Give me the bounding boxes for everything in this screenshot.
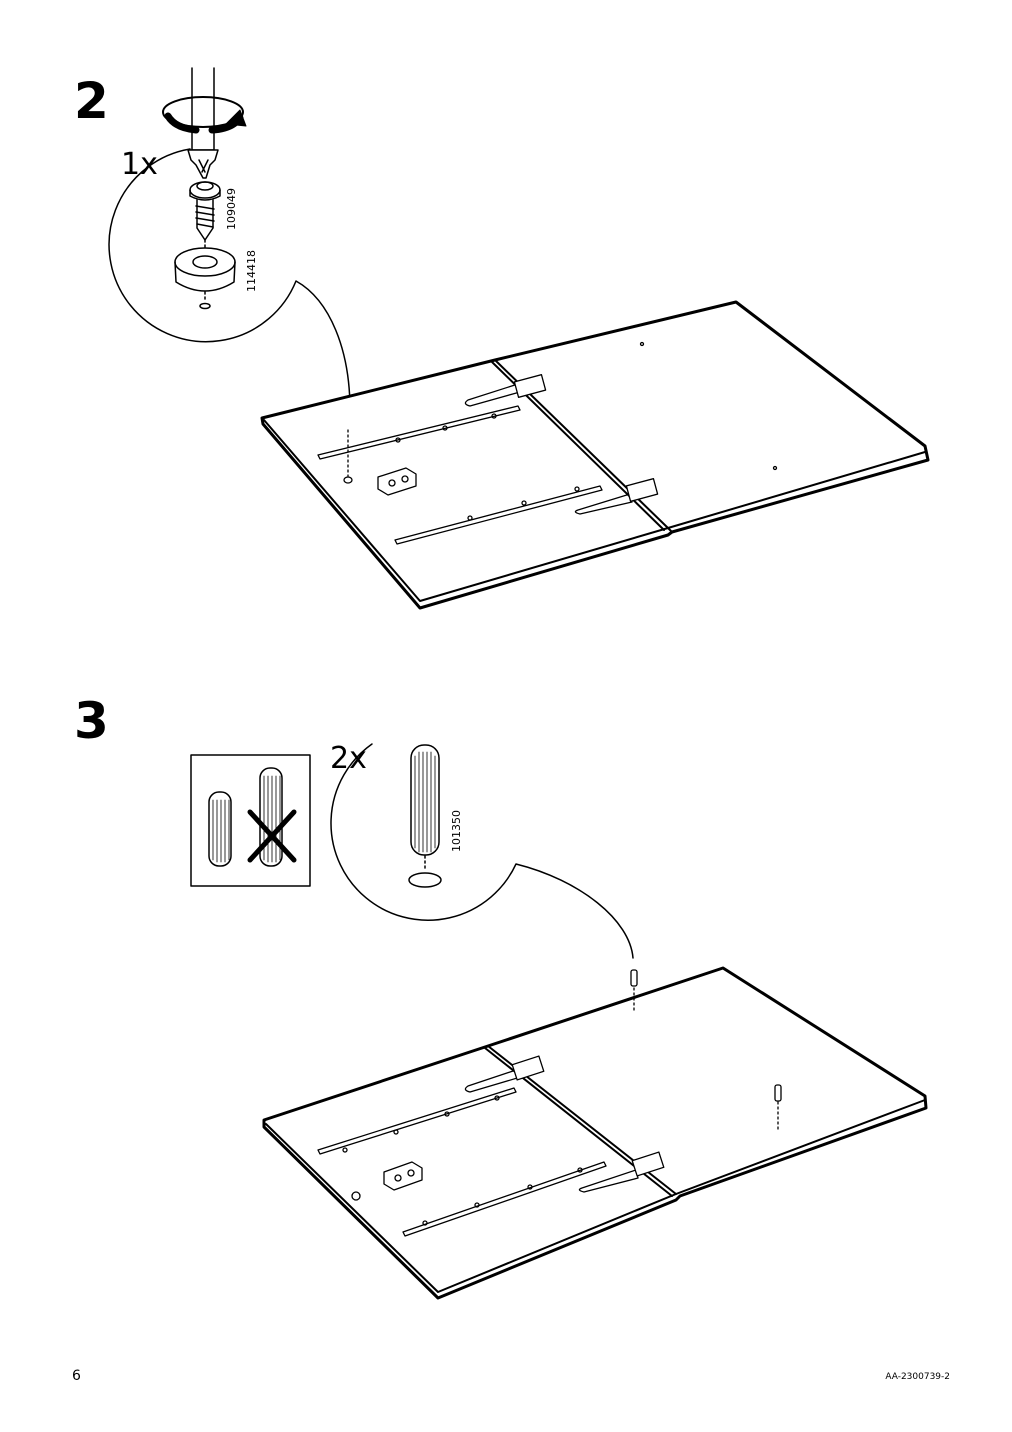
part-number-glide: 114418	[245, 250, 258, 292]
detail-circle-step2	[108, 148, 351, 411]
step-number-2: 2	[74, 72, 109, 130]
step2-illustration	[108, 67, 930, 610]
dowel-icon	[408, 744, 442, 888]
table-hardware-step3	[317, 969, 782, 1237]
quantity-label-step3: 2x	[330, 741, 367, 776]
screw-icon	[189, 181, 221, 256]
glide-icon	[174, 247, 236, 310]
table-top-step2	[260, 300, 930, 610]
detail-circle-step3	[330, 743, 634, 959]
part-number-screw: 109049	[225, 188, 238, 230]
wrong-dowel-icon	[247, 767, 297, 867]
quantity-label-step2: 1x	[121, 147, 158, 182]
rotation-arrow-icon	[162, 96, 247, 134]
page-number: 6	[72, 1368, 81, 1384]
part-number-dowel: 101350	[450, 810, 463, 852]
correct-dowel-icon	[208, 791, 232, 867]
step-number-3: 3	[74, 692, 109, 750]
screwdriver-icon	[187, 67, 219, 179]
document-id: AA-2300739-2	[885, 1372, 950, 1382]
table-hardware-step2	[317, 341, 778, 545]
table-top-step3	[262, 966, 928, 1300]
dowel-warning-box	[190, 754, 311, 887]
step3-illustration	[190, 743, 928, 1300]
